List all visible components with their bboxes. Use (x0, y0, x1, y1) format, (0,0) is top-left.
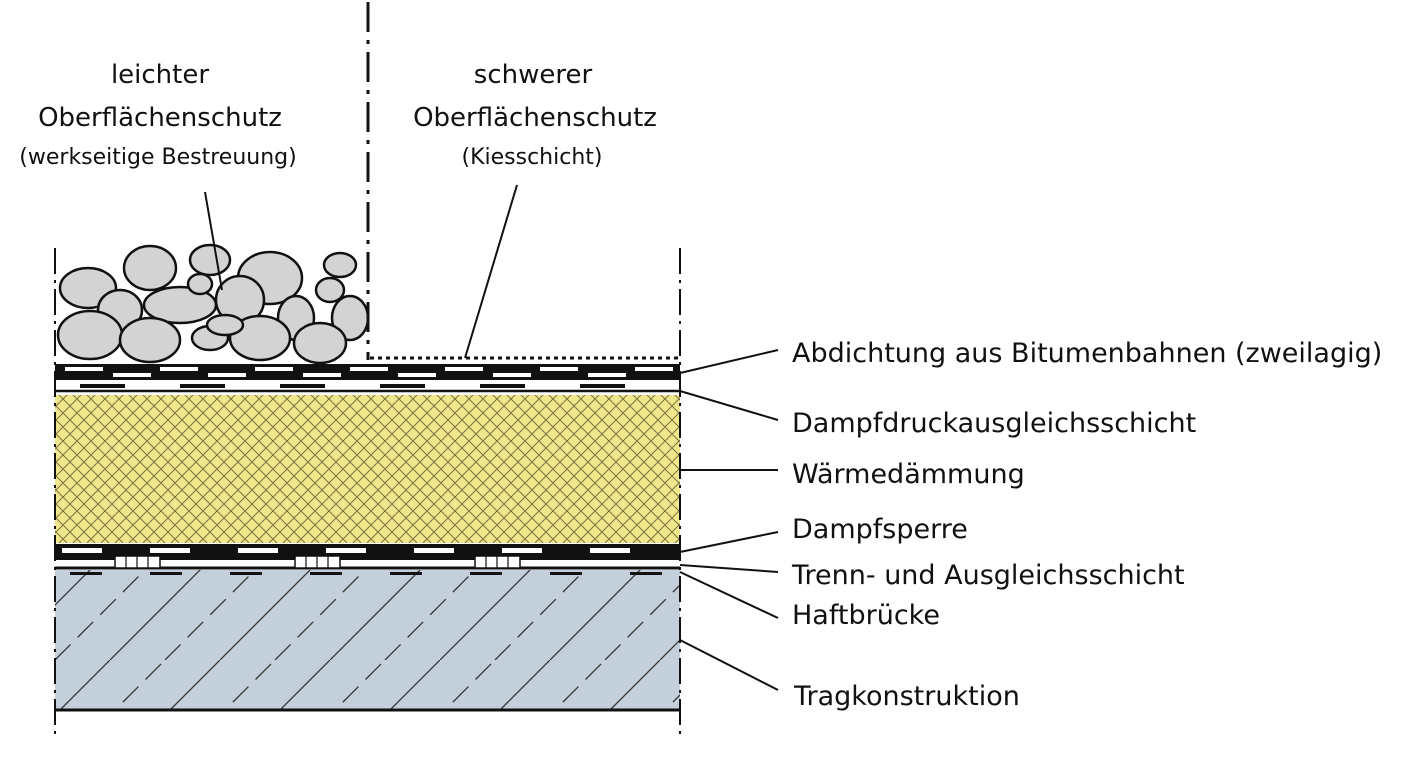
bitumen-membrane-pattern (65, 367, 721, 377)
vapor-barrier-bar (238, 548, 278, 553)
membrane-bar (398, 373, 436, 377)
bonding-dash (630, 572, 662, 575)
membrane-bar (113, 373, 151, 377)
bonding-dash (230, 572, 262, 575)
membrane-bar (160, 367, 198, 371)
label-insulation: Wärmedämmung (792, 459, 1025, 490)
membrane-bar (208, 373, 246, 377)
equalization-dash (480, 384, 525, 388)
membrane-bar (588, 373, 626, 377)
equalization-dash (80, 384, 125, 388)
gravel-stone (228, 314, 292, 362)
gravel-stone (186, 272, 214, 296)
gravel-stone (122, 244, 178, 292)
vapor-barrier-layer (55, 544, 680, 569)
gravel-stone (188, 243, 232, 277)
light-protection-label: leichter Oberflächenschutz (werkseitige … (19, 60, 296, 170)
leader-lines (679, 349, 779, 691)
gravel-stone (322, 251, 358, 279)
layer-labels: Abdichtung aus Bitumenbahnen (zweilagig)… (791, 338, 1382, 712)
membrane-bar (540, 367, 578, 371)
membrane-bar (635, 367, 673, 371)
label-separation-layer: Trenn- und Ausgleichsschicht (791, 560, 1185, 591)
equalization-dash (380, 384, 425, 388)
equalization-dash (180, 384, 225, 388)
label-pressure-equalization: Dampfdruckausgleichsschicht (792, 408, 1196, 439)
gravel-stone (118, 316, 182, 364)
label-vapor-barrier: Dampfsperre (792, 514, 968, 545)
gravel-stone (56, 309, 124, 361)
heavy-protection-subtitle: (Kiesschicht) (462, 145, 603, 170)
bonding-dash (310, 572, 342, 575)
label-bonding-bridge: Haftbrücke (792, 600, 940, 631)
pressure-equalization-layer (55, 384, 680, 393)
label-bitumen-membrane: Abdichtung aus Bitumenbahnen (zweilagig) (792, 338, 1382, 369)
vapor-barrier-bar (414, 548, 454, 553)
heavy-protection-title-1: schwerer (474, 60, 593, 90)
vapor-barrier-bar (502, 548, 542, 553)
vapor-barrier-bar (590, 548, 630, 553)
bonding-bridge-dashes (70, 572, 662, 575)
vapor-barrier-pattern (62, 548, 630, 553)
light-protection-leader (204, 191, 223, 291)
gravel-stone (292, 321, 348, 365)
vapor-barrier-blocks (114, 555, 521, 569)
leader-separation (679, 564, 779, 573)
heavy-protection-label: schwerer Oberflächenschutz (Kiesschicht) (413, 60, 657, 170)
gravel-stone (314, 276, 346, 304)
leader-bitumen (679, 349, 779, 374)
leader-pressure-equalization (679, 390, 779, 421)
bonding-dash (550, 572, 582, 575)
light-protection-title-2: Oberflächenschutz (38, 103, 282, 133)
bonding-dash (470, 572, 502, 575)
membrane-bar (493, 373, 531, 377)
heavy-protection-leader (464, 184, 518, 359)
equalization-dash (580, 384, 625, 388)
bonding-dash (390, 572, 422, 575)
membrane-bar (350, 367, 388, 371)
vapor-barrier-bar (326, 548, 366, 553)
vapor-barrier-bar (150, 548, 190, 553)
equalization-dash (280, 384, 325, 388)
leader-vapor-barrier (679, 531, 779, 553)
light-protection-title-1: leichter (111, 60, 209, 90)
membrane-bar (65, 367, 103, 371)
structure-layer (55, 570, 680, 712)
membrane-bar (255, 367, 293, 371)
heavy-protection-title-2: Oberflächenschutz (413, 103, 657, 133)
bonding-dash (70, 572, 102, 575)
membrane-bar (303, 373, 341, 377)
vapor-barrier-bar (62, 548, 102, 553)
light-protection-subtitle: (werkseitige Bestreuung) (19, 145, 296, 170)
membrane-bar (445, 367, 483, 371)
leader-structure (679, 639, 779, 691)
label-structure: Tragkonstruktion (793, 681, 1020, 712)
pressure-equalization-dashes (80, 384, 625, 388)
leader-bonding (679, 571, 779, 619)
bonding-dash (150, 572, 182, 575)
gravel-stone (205, 313, 245, 337)
bitumen-membrane-layer (55, 364, 721, 380)
membrane-bar (683, 373, 721, 377)
insulation-layer (55, 395, 680, 543)
gravel-layer (56, 243, 370, 365)
